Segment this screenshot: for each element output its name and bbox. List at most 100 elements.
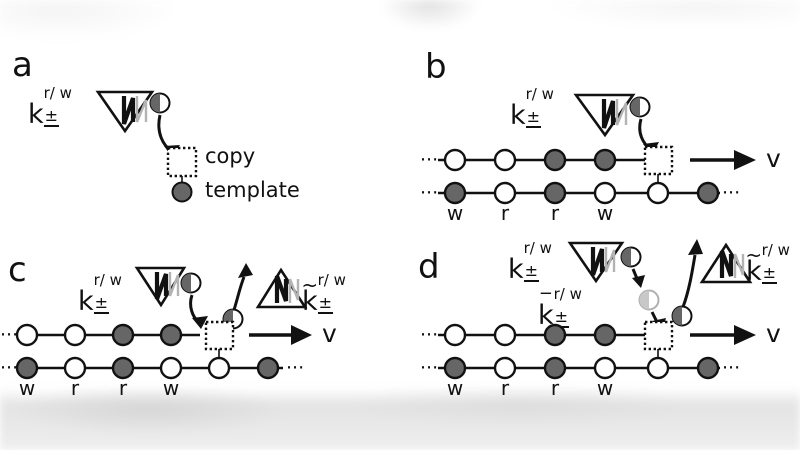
velocity-label-b: v bbox=[766, 144, 781, 173]
site-label-c-3: w bbox=[162, 376, 180, 400]
site-label-b-1: r bbox=[500, 201, 510, 225]
template-monomer-a bbox=[171, 181, 193, 203]
vacancy-square-a bbox=[166, 146, 198, 178]
site-label-d-3: w bbox=[596, 376, 614, 400]
panel-a-graphics bbox=[95, 90, 198, 203]
enzyme-triangle-down-b bbox=[573, 93, 636, 138]
template-monomer bbox=[443, 356, 467, 380]
ellipsis-left-template-d: ··· bbox=[420, 357, 438, 379]
rate-superscript: r/ w bbox=[553, 285, 582, 303]
template-monomer bbox=[646, 356, 670, 380]
monomer-half-b bbox=[629, 96, 651, 118]
template-monomer bbox=[493, 356, 517, 380]
rate-superscript: r/ w bbox=[93, 271, 122, 289]
template-monomer bbox=[256, 356, 280, 380]
enzyme-triangle-down-d bbox=[567, 241, 625, 284]
rate-k-base: k bbox=[746, 256, 762, 287]
rate-superscript: r/ w bbox=[317, 271, 346, 289]
rate-k-base: k bbox=[510, 100, 526, 131]
rate-k-base: k bbox=[78, 286, 94, 317]
rate-superscript: r/ w bbox=[525, 85, 554, 103]
template-monomer bbox=[443, 181, 467, 205]
legend-copy-label: copy bbox=[205, 144, 256, 168]
rate-superscript: r/ w bbox=[761, 241, 790, 259]
vacancy-square-c bbox=[204, 320, 235, 351]
site-label-d-0: w bbox=[446, 376, 464, 400]
enzyme-triangle-down-c bbox=[134, 266, 187, 308]
velocity-arrow-b bbox=[690, 150, 756, 170]
copy-monomer bbox=[111, 323, 135, 347]
rate-subscript: ± bbox=[525, 107, 542, 128]
rate-superscript: r/ w bbox=[43, 84, 72, 102]
template-strand-b: ··· ··· bbox=[420, 181, 740, 205]
site-label-b-2: r bbox=[550, 201, 560, 225]
template-monomer bbox=[111, 356, 135, 380]
template-monomer bbox=[696, 181, 720, 205]
copy-monomer bbox=[493, 323, 517, 347]
ellipsis-left-copy-b: ··· bbox=[420, 149, 438, 171]
template-monomer bbox=[696, 356, 720, 380]
site-label-b-3: w bbox=[596, 201, 614, 225]
rate-k-base: k bbox=[538, 300, 554, 331]
template-monomer bbox=[493, 181, 517, 205]
copy-monomer bbox=[593, 323, 617, 347]
template-strand-c: ··· ··· bbox=[0, 356, 304, 380]
velocity-arrow-c bbox=[249, 325, 312, 345]
site-label-c-2: r bbox=[118, 376, 128, 400]
tilde-accent: ~ bbox=[745, 243, 763, 267]
site-label-d-2: r bbox=[550, 376, 560, 400]
overbar-accent: ‾ bbox=[540, 289, 551, 313]
template-monomer bbox=[543, 356, 567, 380]
rate-subscript: ± bbox=[317, 293, 334, 314]
copy-monomer bbox=[543, 148, 567, 172]
ellipsis-right-template-d: ··· bbox=[722, 357, 740, 379]
legend-template-label: template bbox=[205, 178, 300, 202]
velocity-label-c: v bbox=[322, 319, 337, 348]
rate-k-base: k bbox=[28, 99, 44, 130]
panel-a-letter: a bbox=[12, 45, 33, 85]
rate-subscript: ± bbox=[761, 263, 778, 284]
monomer-half-a bbox=[149, 92, 171, 114]
panel-d-graphics: ··· ··· ··· bbox=[420, 239, 756, 380]
copy-monomer bbox=[543, 323, 567, 347]
ellipsis-left-copy-d: ··· bbox=[420, 324, 438, 346]
excision-arrow-d bbox=[681, 239, 703, 308]
enzyme-triangle-up-d bbox=[699, 242, 753, 284]
rate-superscript: r/ w bbox=[523, 239, 552, 257]
template-monomer bbox=[593, 181, 617, 205]
panel-b-graphics: ··· ··· ··· bbox=[420, 93, 756, 205]
ellipsis-left-template-c: ··· bbox=[0, 357, 18, 379]
intermediate-arrow-d bbox=[631, 268, 645, 288]
template-monomer bbox=[63, 356, 87, 380]
ellipsis-left-copy-c: ··· bbox=[0, 324, 18, 346]
intermediate-monomer-d bbox=[638, 289, 660, 311]
panel-d-letter: d bbox=[418, 247, 440, 287]
site-label-c-1: r bbox=[70, 376, 80, 400]
excision-arrow-c bbox=[232, 263, 253, 311]
template-monomer bbox=[543, 181, 567, 205]
site-label-c-0: w bbox=[18, 376, 36, 400]
template-strand-d: ··· ··· bbox=[420, 356, 740, 380]
copy-strand-d: ··· bbox=[420, 320, 674, 351]
copy-strand-b: ··· bbox=[420, 145, 674, 176]
velocity-label-d: v bbox=[766, 319, 781, 348]
template-monomer bbox=[646, 181, 670, 205]
rate-k-base: k bbox=[508, 254, 524, 285]
template-monomer bbox=[15, 356, 39, 380]
tilde-accent: ~ bbox=[301, 273, 319, 297]
copy-strand-c: ··· bbox=[0, 320, 235, 351]
site-label-b-0: w bbox=[446, 201, 464, 225]
copy-monomer bbox=[593, 148, 617, 172]
ellipsis-right-template-c: ··· bbox=[286, 357, 304, 379]
copy-monomer bbox=[443, 323, 467, 347]
rate-subscript: ± bbox=[43, 106, 60, 127]
